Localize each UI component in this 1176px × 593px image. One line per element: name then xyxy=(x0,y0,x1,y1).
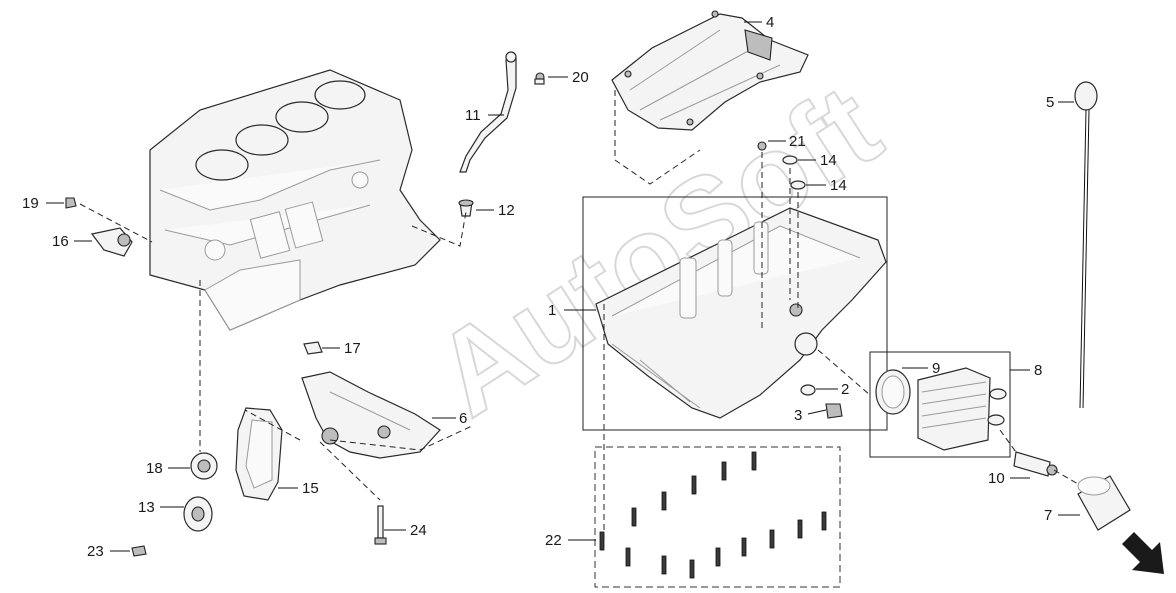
assembly-lines xyxy=(79,90,1079,540)
svg-text:13: 13 xyxy=(138,499,155,516)
svg-text:24: 24 xyxy=(410,522,427,539)
arrow-down-right-icon xyxy=(1122,532,1164,574)
svg-text:19: 19 xyxy=(22,195,39,212)
oil-pump-chain[interactable] xyxy=(235,407,283,501)
svg-text:17: 17 xyxy=(344,340,361,357)
callout-18[interactable]: 18 xyxy=(146,460,190,477)
callout-4[interactable]: 4 xyxy=(744,14,774,31)
oil-pressure-sensor[interactable] xyxy=(90,227,133,257)
oil-pan[interactable] xyxy=(595,207,887,419)
callout-10[interactable]: 10 xyxy=(988,470,1030,487)
bolt-19[interactable] xyxy=(65,197,77,209)
svg-text:14: 14 xyxy=(820,152,837,169)
svg-text:7: 7 xyxy=(1044,507,1052,524)
svg-text:11: 11 xyxy=(465,107,481,124)
callout-2[interactable]: 2 xyxy=(816,381,849,398)
sprocket-18[interactable] xyxy=(190,452,218,480)
callout-13[interactable]: 13 xyxy=(138,499,184,516)
callout-7[interactable]: 7 xyxy=(1044,507,1080,524)
svg-text:1: 1 xyxy=(548,302,556,319)
svg-text:20: 20 xyxy=(572,69,589,86)
svg-text:14: 14 xyxy=(830,177,847,194)
callout-16[interactable]: 16 xyxy=(52,233,92,250)
bolt-23[interactable] xyxy=(131,545,147,557)
oil-dipstick[interactable] xyxy=(1074,81,1098,409)
dipstick-tube[interactable] xyxy=(459,51,517,173)
callout-17[interactable]: 17 xyxy=(322,340,361,357)
cooler-seal-9[interactable] xyxy=(875,369,911,415)
bolt-set-box xyxy=(594,446,841,588)
svg-text:3: 3 xyxy=(794,407,802,424)
svg-text:22: 22 xyxy=(545,532,562,549)
callout-5[interactable]: 5 xyxy=(1046,94,1074,111)
washer-2[interactable] xyxy=(800,384,816,396)
svg-text:5: 5 xyxy=(1046,94,1054,111)
oil-filter-connector[interactable] xyxy=(1013,451,1058,477)
callout-9[interactable]: 9 xyxy=(902,360,940,377)
bracket-17[interactable] xyxy=(303,341,323,355)
callout-1[interactable]: 1 xyxy=(548,302,596,319)
o-ring-14b[interactable] xyxy=(790,180,806,190)
svg-text:9: 9 xyxy=(932,360,940,377)
callout-14b[interactable]: 14 xyxy=(806,177,847,194)
seal-12[interactable] xyxy=(458,199,474,217)
oil-baffle-plate[interactable] xyxy=(611,10,809,131)
bolt-21[interactable] xyxy=(757,141,767,151)
callout-6[interactable]: 6 xyxy=(432,410,467,427)
oil-cooler-group-box xyxy=(869,351,1011,458)
callout-11[interactable]: 11 xyxy=(465,107,504,124)
callout-24[interactable]: 24 xyxy=(384,522,427,539)
svg-text:18: 18 xyxy=(146,460,163,477)
callout-12[interactable]: 12 xyxy=(476,202,515,219)
svg-text:8: 8 xyxy=(1034,362,1042,379)
bolt-20[interactable] xyxy=(534,72,545,85)
sprocket-13[interactable] xyxy=(183,496,213,532)
callout-21[interactable]: 21 xyxy=(768,133,806,150)
svg-text:4: 4 xyxy=(766,14,774,31)
callout-3[interactable]: 3 xyxy=(794,407,827,424)
svg-text:2: 2 xyxy=(841,381,849,398)
oil-filter[interactable] xyxy=(1077,475,1131,531)
svg-text:16: 16 xyxy=(52,233,69,250)
oil-pump[interactable] xyxy=(301,371,441,459)
cylinder-block[interactable] xyxy=(149,69,441,331)
o-ring-14a[interactable] xyxy=(782,155,798,165)
callout-8[interactable]: 8 xyxy=(1010,362,1042,379)
oil-cooler[interactable] xyxy=(917,367,1007,451)
callout-14a[interactable]: 14 xyxy=(798,152,837,169)
svg-text:6: 6 xyxy=(459,410,467,427)
callout-22[interactable]: 22 xyxy=(545,532,596,549)
svg-text:12: 12 xyxy=(498,202,515,219)
callout-15[interactable]: 15 xyxy=(278,480,319,497)
bolt-24[interactable] xyxy=(374,505,387,545)
svg-text:10: 10 xyxy=(988,470,1005,487)
drain-plug-3[interactable] xyxy=(825,403,843,419)
callout-19[interactable]: 19 xyxy=(22,195,64,212)
callout-23[interactable]: 23 xyxy=(87,543,130,560)
svg-text:15: 15 xyxy=(302,480,319,497)
callout-20[interactable]: 20 xyxy=(548,69,589,86)
bolt-set[interactable] xyxy=(599,451,827,579)
svg-text:21: 21 xyxy=(789,133,806,150)
svg-text:23: 23 xyxy=(87,543,104,560)
oil-pan-group-box xyxy=(582,196,888,431)
